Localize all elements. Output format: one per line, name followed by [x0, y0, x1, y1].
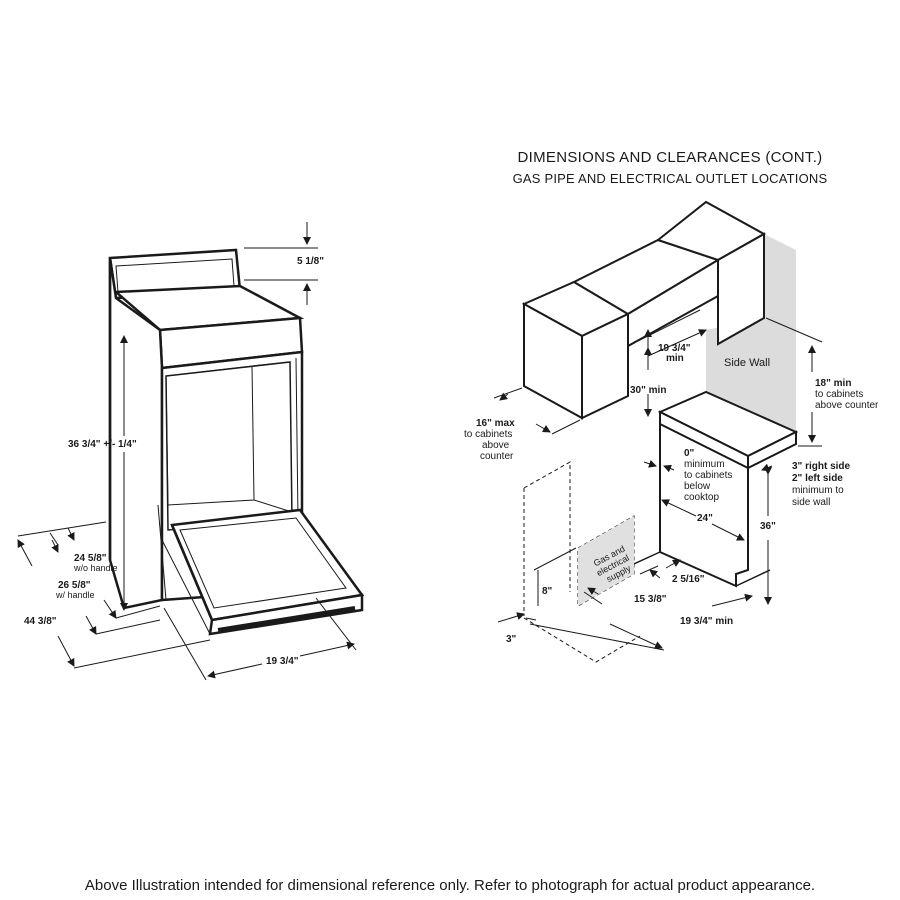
label-upper-width: 19 3/4": [658, 343, 691, 354]
label-depth-handle-note: w/ handle: [55, 590, 95, 600]
label-top-height: 5 1/8": [297, 256, 324, 267]
page-subtitle: GAS PIPE AND ELECTRICAL OUTLET LOCATIONS: [512, 171, 828, 186]
label-18-min: 18" min: [815, 378, 851, 389]
label-zero-note1: minimum: [684, 459, 725, 470]
label-16-max: 16" max: [476, 418, 515, 429]
label-side-wall: Side Wall: [724, 357, 770, 369]
label-h-8: 8": [542, 586, 553, 597]
range-drawing: [108, 248, 365, 636]
label-16-note2: above: [482, 440, 510, 451]
left-labels: 5 1/8" 36 3/4" +/- 1/4" 24 5/8" w/o hand…: [24, 256, 324, 667]
label-upper-width-note: min: [666, 353, 684, 364]
label-d-3: 3": [506, 634, 517, 645]
label-zero-note3: below: [684, 481, 711, 492]
label-30-min: 30" min: [630, 385, 666, 396]
label-side-note2: side wall: [792, 497, 830, 508]
label-depth-no-handle-note: w/o handle: [73, 563, 118, 573]
label-18-note1: to cabinets: [815, 389, 863, 400]
label-side-right: 3" right side: [792, 461, 851, 472]
label-2-5-16: 2 5/16": [672, 574, 705, 585]
label-depth-no-handle: 24 5/8": [74, 553, 107, 564]
side-wall-shade: [706, 234, 796, 432]
gas-supply-area: [578, 516, 634, 606]
installation-drawing: [521, 200, 799, 588]
label-15-3-8: 15 3/8": [634, 594, 667, 605]
label-zero-note2: to cabinets: [684, 470, 732, 481]
footer-disclaimer: Above Illustration intended for dimensio…: [84, 877, 816, 894]
label-overall-height: 36 3/4" +/- 1/4": [68, 439, 137, 450]
label-depth-door-open: 44 3/8": [24, 616, 57, 627]
label-16-note1: to cabinets: [464, 429, 512, 440]
label-side-left: 2" left side: [792, 473, 843, 484]
label-19-3-4-min: 19 3/4" min: [680, 616, 733, 627]
label-16-note3: counter: [480, 451, 514, 462]
label-side-note1: minimum to: [792, 485, 844, 496]
right-dimension-lines: [493, 317, 823, 651]
label-cutout-24: 24": [697, 513, 713, 524]
label-width: 19 3/4": [266, 656, 299, 667]
left-dimension-lines: [17, 222, 357, 681]
label-18-note2: above counter: [815, 400, 879, 411]
page-title: DIMENSIONS AND CLEARANCES (CONT.): [517, 149, 823, 166]
label-zero: 0": [684, 448, 695, 459]
label-depth-handle: 26 5/8": [58, 580, 91, 591]
label-zero-note4: cooktop: [684, 492, 719, 503]
label-height-36: 36": [760, 521, 776, 532]
